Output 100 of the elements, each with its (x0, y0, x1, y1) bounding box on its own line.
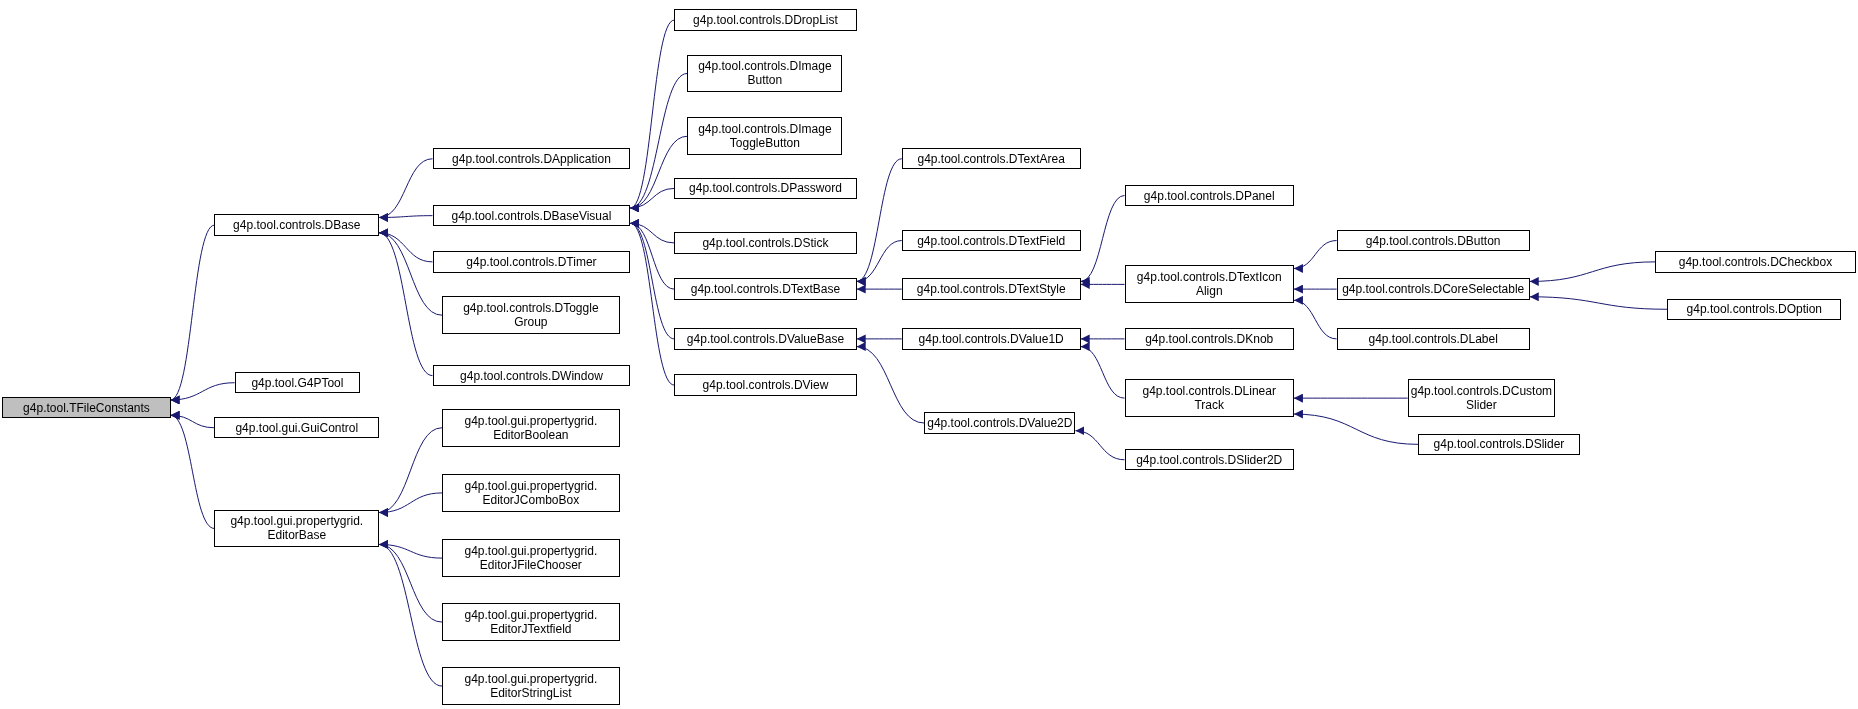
class-box (1336, 229, 1530, 252)
class-name: g4p.tool.gui.propertygrid. EditorJComboBox (463, 478, 599, 507)
inheritance-arrow (378, 212, 433, 222)
class-box (1124, 265, 1294, 304)
class-name: g4p.tool.controls.DValue1D (918, 331, 1064, 346)
class-box (432, 205, 631, 227)
class-box (674, 232, 857, 254)
class-name: g4p.tool.controls.DWindow (460, 368, 603, 383)
class-box (442, 603, 620, 642)
class-name: g4p.tool.controls.DToggle Group (462, 301, 600, 330)
class-box (214, 417, 380, 439)
class-box (442, 296, 620, 335)
class-box (674, 278, 857, 300)
class-box (1418, 433, 1580, 455)
class-name: g4p.tool.gui.propertygrid. EditorJFileChooser (463, 544, 599, 573)
class-name: g4p.tool.controls.DValueBase (686, 331, 845, 346)
class-name: g4p.tool.controls.DImage ToggleButton (697, 122, 833, 151)
class-name: g4p.tool.controls.DBase (233, 218, 361, 233)
inheritance-arrow (170, 382, 236, 405)
class-name: g4p.tool.controls.DImage Button (697, 59, 833, 88)
inheritance-arrow (1080, 334, 1125, 344)
class-box (214, 214, 380, 236)
inheritance-arrow (1293, 240, 1338, 272)
class-name: g4p.tool.G4PTool (251, 375, 344, 390)
class-name: g4p.tool.controls.DView (702, 378, 829, 393)
class-name: g4p.tool.controls.DDropList (693, 13, 838, 28)
inheritance-arrow (1529, 261, 1656, 286)
class-name: g4p.tool.gui.propertygrid. EditorBoolean (463, 413, 599, 442)
inheritance-arrow (856, 343, 925, 424)
class-box (442, 667, 620, 706)
class-name: g4p.tool.gui.propertygrid. EditorJTextfield (463, 608, 599, 637)
class-box (901, 229, 1081, 252)
class-name: g4p.tool.controls.DSlider2D (1136, 452, 1283, 467)
class-name: g4p.tool.controls.DOption (1686, 302, 1822, 317)
inheritance-arrow (378, 543, 443, 687)
class-box (1124, 184, 1294, 207)
class-name: g4p.tool.controls.DTextArea (917, 151, 1065, 166)
class-box (674, 177, 857, 200)
class-name: g4p.tool.controls.DSlider (1433, 437, 1565, 452)
class-name: g4p.tool.gui.propertygrid. EditorStringList (463, 672, 599, 701)
class-name: g4p.tool.controls.DLinear Track (1141, 384, 1277, 413)
inheritance-arrow (1293, 297, 1338, 340)
class-box (432, 364, 631, 387)
class-box (432, 251, 631, 273)
class-name: g4p.tool.gui.GuiControl (235, 420, 359, 435)
class-box (1336, 278, 1530, 300)
inheritance-arrow (378, 492, 443, 517)
inheritance-arrow (629, 187, 675, 212)
class-box (674, 374, 857, 396)
class-box (674, 328, 857, 350)
inheritance-arrow (170, 224, 215, 401)
inheritance-arrow (1080, 279, 1125, 289)
class-box (1667, 298, 1842, 320)
class-name: g4p.tool.controls.DPanel (1143, 188, 1275, 203)
class-name: g4p.tool.controls.DButton (1365, 233, 1501, 248)
class-name: g4p.tool.controls.DStick (702, 235, 829, 250)
class-box (2, 396, 171, 419)
class-name: g4p.tool.controls.DTextBase (690, 282, 841, 297)
class-name: g4p.tool.controls.DLabel (1368, 331, 1498, 346)
class-box (687, 54, 843, 93)
inheritance-arrow (1529, 292, 1668, 310)
class-box (674, 9, 857, 31)
class-name: g4p.tool.gui.propertygrid. EditorBase (229, 514, 365, 543)
class-box (1336, 328, 1530, 350)
class-box (1124, 449, 1294, 471)
inheritance-arrow (856, 334, 903, 344)
class-box (901, 148, 1081, 170)
inheritance-arrow (629, 222, 675, 386)
inheritance-arrow (1293, 284, 1338, 294)
class-name: g4p.tool.controls.DCheckbox (1678, 254, 1833, 269)
class-name: g4p.tool.controls.DTextIcon Align (1135, 270, 1283, 299)
class-box (901, 278, 1081, 300)
class-box (1124, 379, 1294, 418)
class-name: g4p.tool.controls.DTimer (466, 254, 597, 269)
class-box (234, 372, 361, 394)
inheritance-arrow (1293, 393, 1409, 403)
class-box (432, 148, 631, 170)
class-box (1655, 251, 1856, 273)
inheritance-arrow (1074, 427, 1125, 461)
inheritance-arrow (170, 414, 215, 529)
inheritance-arrow (856, 240, 903, 285)
class-name: g4p.tool.controls.DPassword (689, 181, 842, 196)
class-box (442, 539, 620, 578)
class-name: g4p.tool.controls.DTextStyle (916, 282, 1066, 297)
class-box (442, 408, 620, 447)
class-name: g4p.tool.controls.DTextField (917, 233, 1066, 248)
class-box (214, 509, 380, 548)
inheritance-arrow (1080, 195, 1125, 283)
inheritance-arrow (1080, 343, 1125, 399)
inheritance-arrow (856, 284, 903, 294)
class-name: g4p.tool.controls.DCustom Slider (1410, 384, 1553, 413)
class-name: g4p.tool.controls.DBaseVisual (451, 208, 612, 223)
inheritance-arrow (1293, 409, 1419, 445)
class-name: g4p.tool.controls.DApplication (452, 151, 611, 166)
class-name: g4p.tool.controls.DCoreSelectable (1342, 282, 1525, 297)
class-box (687, 117, 843, 156)
class-box (442, 473, 620, 512)
class-box (1124, 328, 1294, 350)
class-name: g4p.tool.TFileConstants (23, 400, 150, 415)
class-name: g4p.tool.controls.DValue2D (927, 416, 1073, 430)
